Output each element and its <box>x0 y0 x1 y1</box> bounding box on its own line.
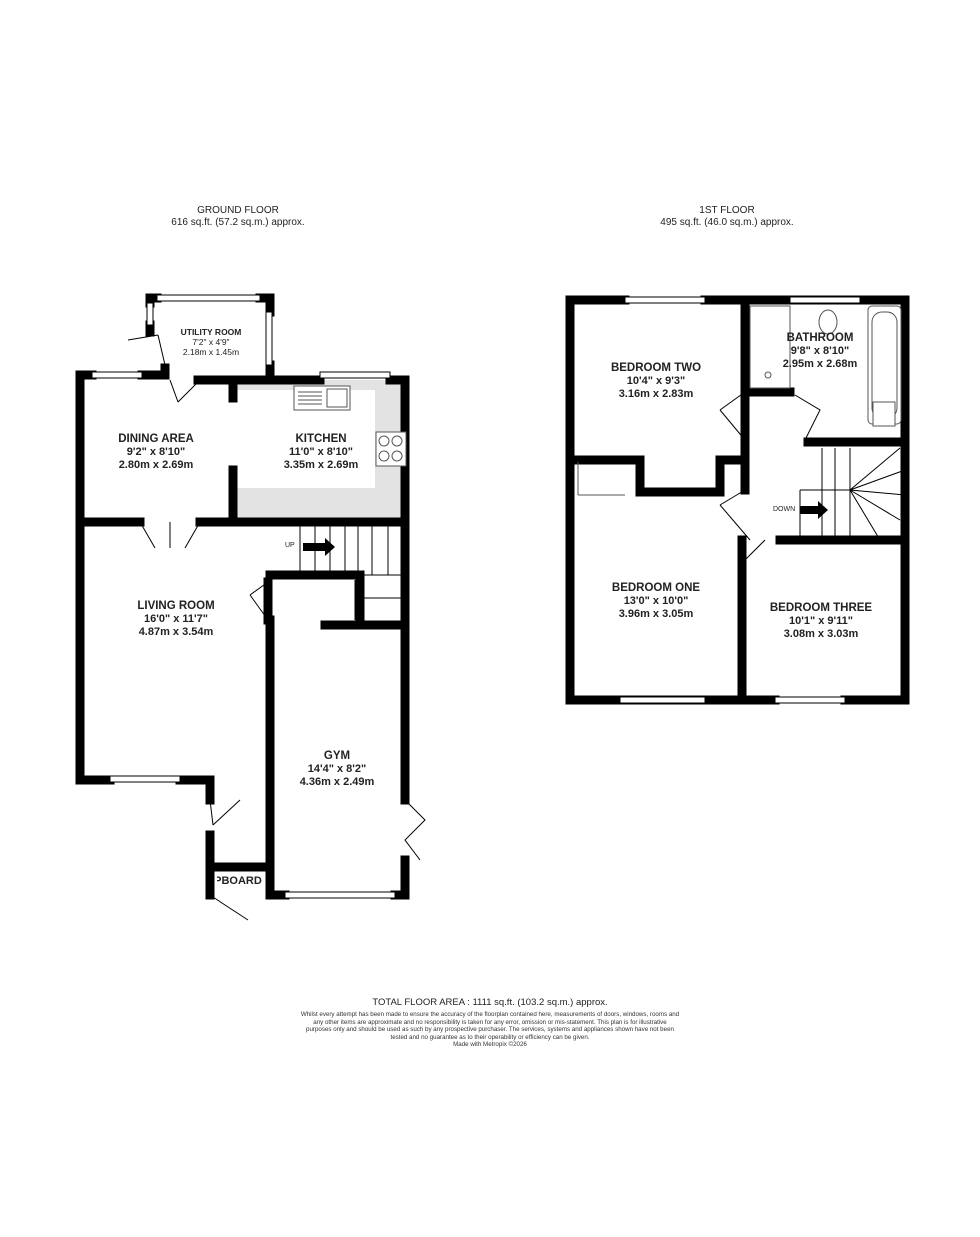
room-bedroom-two: BEDROOM TWO 10'4" x 9'3" 3.16m x 2.83m <box>586 362 726 401</box>
first-floor-doors <box>719 391 821 561</box>
room-metric: 3.08m x 3.03m <box>783 628 859 640</box>
room-dining: DINING AREA 9'2" x 8'10" 2.80m x 2.69m <box>86 433 226 472</box>
room-kitchen: KITCHEN 11'0" x 8'10" 3.35m x 2.69m <box>251 433 391 472</box>
room-utility: UTILITY ROOM 7'2" x 4'9" 2.18m x 1.45m <box>141 327 281 357</box>
room-imperial: 13'0" x 10'0" <box>623 595 689 607</box>
room-name: DINING AREA <box>118 433 194 445</box>
kitchen-floor <box>233 380 405 520</box>
ground-floor-header: GROUND FLOOR 616 sq.ft. (57.2 sq.m.) app… <box>88 205 388 229</box>
ground-floor-title: GROUND FLOOR <box>197 205 279 216</box>
first-floor-header: 1ST FLOOR 495 sq.ft. (46.0 sq.m.) approx… <box>577 205 877 229</box>
room-name: BEDROOM TWO <box>610 362 702 374</box>
ground-floor-doors <box>127 334 426 921</box>
room-metric: 4.87m x 3.54m <box>138 626 214 638</box>
room-bathroom: BATHROOM 9'8" x 8'10" 2.95m x 2.68m <box>750 332 890 371</box>
room-imperial: 14'4" x 8'2" <box>307 763 367 775</box>
kitchen-fittings <box>293 385 407 467</box>
room-metric: 2.80m x 2.69m <box>118 459 194 471</box>
room-metric: 3.96m x 3.05m <box>618 608 694 620</box>
room-imperial: 9'8" x 8'10" <box>790 345 850 357</box>
room-name: BATHROOM <box>786 332 854 344</box>
room-name: BEDROOM THREE <box>769 602 873 614</box>
room-imperial: 16'0" x 11'7" <box>144 613 208 625</box>
room-name: CUPBOARD <box>217 875 262 887</box>
footer: TOTAL FLOOR AREA : 1111 sq.ft. (103.2 sq… <box>300 997 680 1049</box>
room-living: LIVING ROOM 16'0" x 11'7" 4.87m x 3.54m <box>106 600 246 639</box>
room-name: UTILITY ROOM <box>180 327 242 337</box>
credit: Made with Metropix ©2026 <box>453 1041 527 1048</box>
room-name: BEDROOM ONE <box>611 582 701 594</box>
first-floor-walls <box>565 295 910 705</box>
stairs-up-label: UP <box>285 542 295 549</box>
room-name: GYM <box>323 750 351 762</box>
room-metric: 3.35m x 2.69m <box>283 459 359 471</box>
room-name: KITCHEN <box>295 433 347 445</box>
first-floor-windows <box>619 296 861 704</box>
ground-floor-area: 616 sq.ft. (57.2 sq.m.) approx. <box>171 217 305 228</box>
total-floor-area: TOTAL FLOOR AREA : 1111 sq.ft. (103.2 sq… <box>372 997 608 1008</box>
room-bedroom-three: BEDROOM THREE 10'1" x 9'11" 3.08m x 3.03… <box>751 602 891 641</box>
room-metric: 2.95m x 2.68m <box>782 358 858 370</box>
first-floor-title: 1ST FLOOR <box>699 205 755 216</box>
room-imperial: 9'2" x 8'10" <box>126 446 186 458</box>
up-arrow-icon <box>303 538 335 556</box>
stairs-first <box>799 447 906 541</box>
down-arrow-icon <box>800 501 828 519</box>
room-metric: 4.36m x 2.49m <box>299 776 375 788</box>
ground-floor-windows <box>91 294 396 899</box>
room-imperial: 7'2" x 4'9" <box>192 337 230 347</box>
room-cupboard: CUPBOARD <box>217 875 263 888</box>
room-metric: 2.18m x 1.45m <box>182 347 240 357</box>
disclaimer: Whilst every attempt has been made to en… <box>300 1011 680 1041</box>
room-imperial: 10'1" x 9'11" <box>789 615 853 627</box>
room-gym: GYM 14'4" x 8'2" 4.36m x 2.49m <box>267 750 407 789</box>
first-floor-area: 495 sq.ft. (46.0 sq.m.) approx. <box>660 217 794 228</box>
room-name: LIVING ROOM <box>137 600 215 612</box>
bathroom-fittings <box>577 305 902 496</box>
room-bedroom-one: BEDROOM ONE 13'0" x 10'0" 3.96m x 3.05m <box>586 582 726 621</box>
room-imperial: 10'4" x 9'3" <box>626 375 686 387</box>
room-metric: 3.16m x 2.83m <box>618 388 694 400</box>
stairs-down-label: DOWN <box>773 506 796 513</box>
room-imperial: 11'0" x 8'10" <box>289 446 353 458</box>
